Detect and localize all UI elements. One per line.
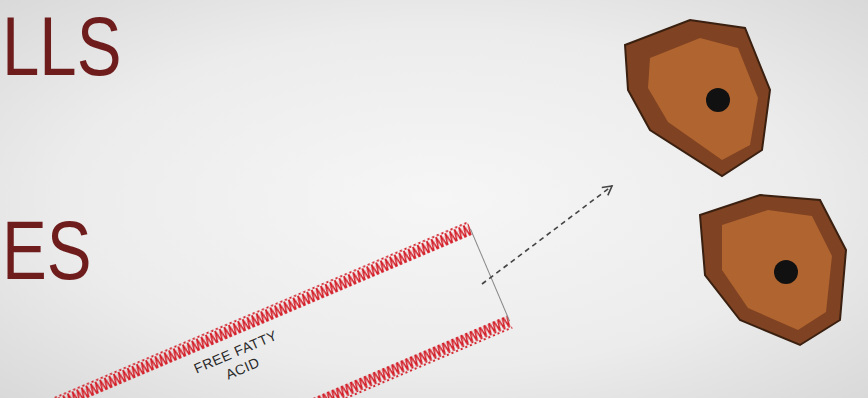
- vessel-text: FREE FATTY ACID: [184, 323, 294, 397]
- heading-fragment: ES: [2, 208, 92, 292]
- fat-cell: [625, 20, 770, 176]
- heading-fragment: LLS: [2, 4, 122, 88]
- vessel-label-area: FREE FATTY ACID: [184, 323, 294, 397]
- fat-cell: [700, 195, 846, 345]
- dashed-arrow: [482, 186, 612, 284]
